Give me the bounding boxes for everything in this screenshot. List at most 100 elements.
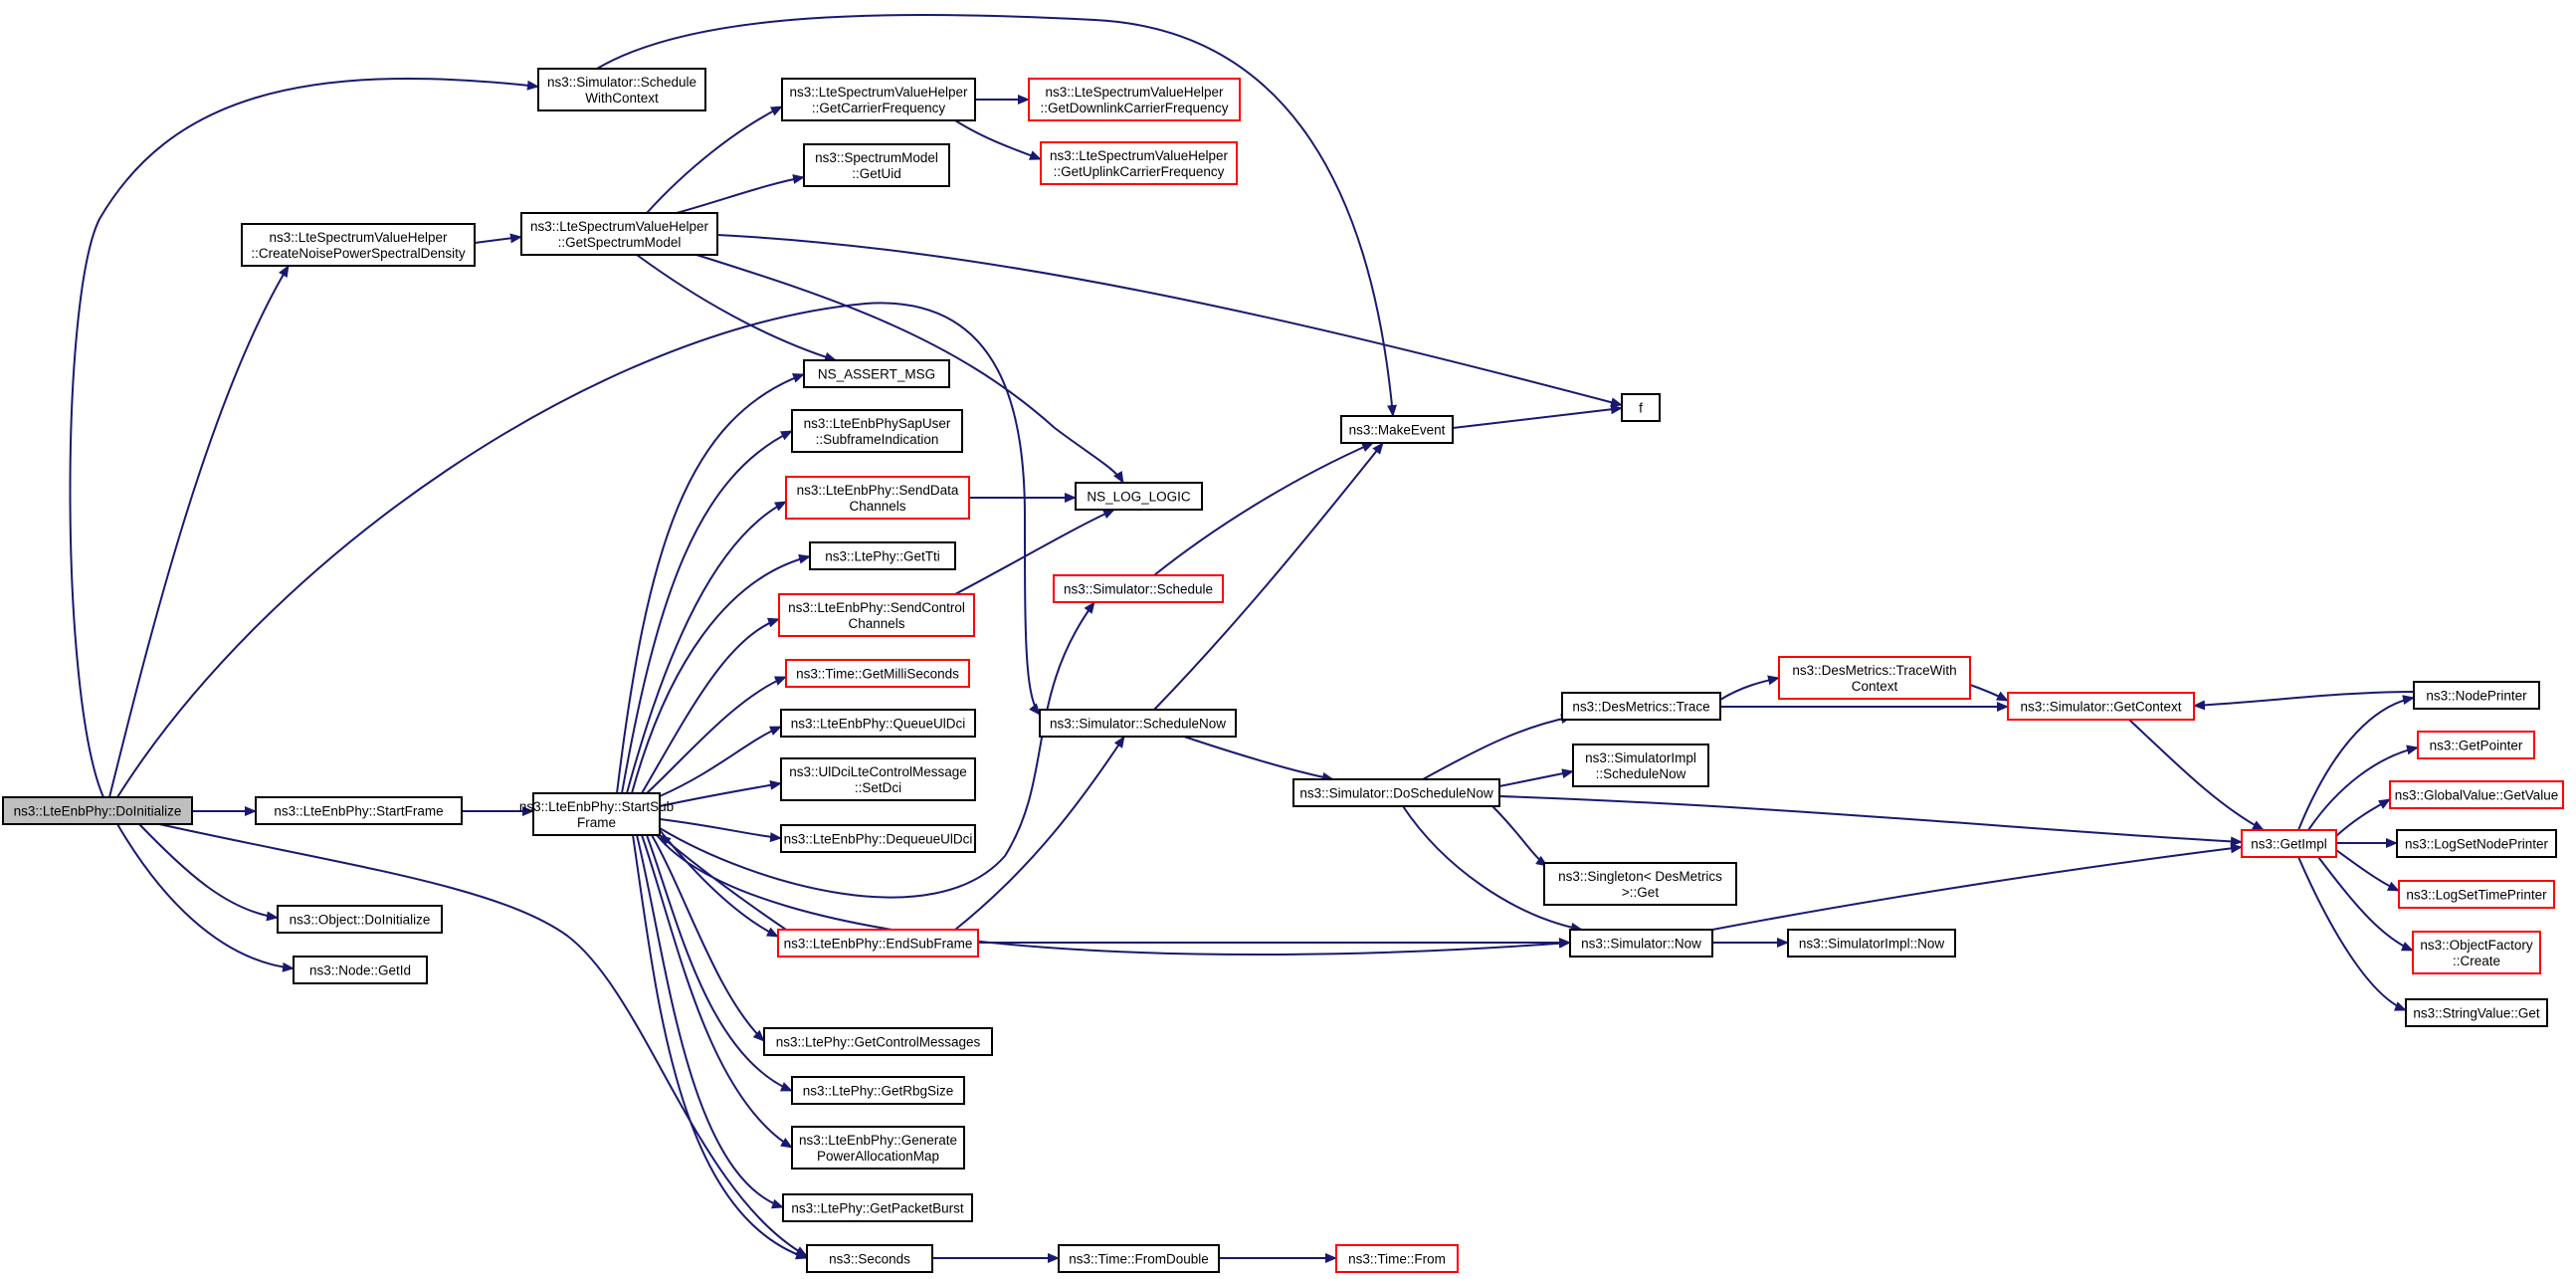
node-getctrlmsg[interactable]: ns3::LtePhy::GetControlMessages — [763, 1027, 993, 1056]
node-fromdouble[interactable]: ns3::Time::FromDouble — [1058, 1244, 1220, 1273]
node-box — [781, 78, 976, 121]
node-box — [780, 757, 976, 801]
edge-root-to-seconds — [158, 823, 808, 1257]
node-setdci[interactable]: ns3::UlDciLteControlMessage::SetDci — [780, 757, 976, 801]
node-label: f — [1639, 401, 1643, 416]
node-getspec[interactable]: ns3::LteSpectrumValueHelper::GetSpectrum… — [520, 212, 718, 256]
node-label: ns3::LteEnbPhy::StartSub — [519, 799, 674, 814]
node-makeevent[interactable]: ns3::MakeEvent — [1340, 415, 1454, 444]
node-box — [1039, 709, 1237, 738]
node-doschednow[interactable]: ns3::Simulator::DoScheduleNow — [1292, 778, 1500, 807]
node-label: ns3::Singleton< DesMetrics — [1558, 869, 1722, 884]
node-getul[interactable]: ns3::LteSpectrumValueHelper::GetUplinkCa… — [1040, 141, 1238, 185]
node-box — [537, 68, 706, 111]
edge-root-to-schednow — [116, 302, 1041, 798]
node-label: ns3::GlobalValue::GetValue — [2395, 788, 2559, 803]
node-box — [777, 929, 979, 958]
node-seconds[interactable]: ns3::Seconds — [806, 1244, 933, 1273]
node-implsched[interactable]: ns3::SimulatorImpl::ScheduleNow — [1572, 744, 1709, 787]
node-label: Context — [1852, 679, 1898, 694]
node-box — [2412, 931, 2541, 974]
node-objinit[interactable]: ns3::Object::DoInitialize — [277, 905, 443, 934]
edge-getimpl-to-globalget — [2335, 798, 2391, 837]
edge-getspec-to-getuid — [676, 174, 805, 214]
node-box — [1040, 141, 1238, 185]
node-label: ns3::LteEnbPhy::QueueUlDci — [791, 717, 966, 732]
node-box — [2405, 998, 2548, 1027]
node-label: ::CreateNoisePowerSpectralDensity — [251, 246, 466, 261]
node-label: ns3::SimulatorImpl::Now — [1799, 937, 1945, 952]
node-getpointer[interactable]: ns3::GetPointer — [2417, 731, 2535, 759]
node-label: ns3::LtePhy::GetTti — [825, 549, 940, 564]
node-box — [1543, 862, 1737, 906]
edge-sendctrl-to-loglogic — [954, 509, 1115, 595]
node-schednow[interactable]: ns3::Simulator::ScheduleNow — [1039, 709, 1237, 738]
edge-tracewith-to-getcontext — [1969, 684, 2009, 702]
edge-doschednow-to-simnow — [1402, 805, 1583, 933]
node-box — [1340, 415, 1454, 444]
node-schedule[interactable]: ns3::Simulator::Schedule — [1053, 574, 1224, 603]
edge-schednow-to-doschednow — [1183, 736, 1334, 782]
node-label: ns3::Simulator::GetContext — [2020, 700, 2181, 715]
node-box — [1335, 1244, 1459, 1273]
node-label: ns3::Time::FromDouble — [1069, 1252, 1209, 1267]
node-dequeueul[interactable]: ns3::LteEnbPhy::DequeueUlDci — [780, 824, 976, 853]
node-label: ::Create — [2453, 954, 2500, 968]
node-box — [1787, 929, 1956, 958]
node-gettti[interactable]: ns3::LtePhy::GetTti — [809, 541, 956, 570]
node-box — [2389, 780, 2564, 809]
edge-getspec-to-f — [716, 234, 1623, 408]
node-getimpl[interactable]: ns3::GetImpl — [2241, 829, 2337, 858]
node-box — [2398, 880, 2555, 909]
node-nodegetid[interactable]: ns3::Node::GetId — [293, 956, 428, 984]
node-timefrom[interactable]: ns3::Time::From — [1335, 1244, 1459, 1273]
node-getrbg[interactable]: ns3::LtePhy::GetRbgSize — [791, 1076, 965, 1105]
node-destrace[interactable]: ns3::DesMetrics::Trace — [1561, 692, 1721, 721]
node-sapuser[interactable]: ns3::LteEnbPhySapUser::SubframeIndicatio… — [791, 409, 963, 453]
node-box — [785, 659, 970, 688]
node-label: ns3::GetPointer — [2430, 739, 2523, 753]
node-simnow[interactable]: ns3::Simulator::Now — [1569, 929, 1713, 958]
node-implnow[interactable]: ns3::SimulatorImpl::Now — [1787, 929, 1956, 958]
node-endsub[interactable]: ns3::LteEnbPhy::EndSubFrame — [777, 929, 979, 958]
node-getuid[interactable]: ns3::SpectrumModel::GetUid — [803, 143, 950, 187]
node-box — [791, 409, 963, 453]
node-box — [1621, 393, 1661, 422]
node-box — [785, 476, 970, 520]
node-queueul[interactable]: ns3::LteEnbPhy::QueueUlDci — [780, 709, 976, 738]
node-label: ::GetSpectrumModel — [558, 235, 682, 250]
node-assert[interactable]: NS_ASSERT_MSG — [803, 359, 950, 388]
node-box — [1053, 574, 1224, 603]
node-label: ns3::LogSetNodePrinter — [2405, 837, 2549, 852]
node-label: ns3::LtePhy::GetPacketBurst — [791, 1201, 964, 1216]
node-logsettime[interactable]: ns3::LogSetTimePrinter — [2398, 880, 2555, 909]
edge-getcarrier-to-getul — [954, 119, 1042, 160]
edge-doschednow-to-destrace — [1422, 714, 1573, 780]
edge-getspec-to-assert — [636, 254, 837, 362]
node-getmilli[interactable]: ns3::Time::GetMilliSeconds — [785, 659, 970, 688]
node-label: ns3::ObjectFactory — [2420, 938, 2533, 953]
node-label: ns3::LteSpectrumValueHelper — [1050, 148, 1229, 163]
node-f[interactable]: f — [1621, 393, 1661, 422]
node-getdl[interactable]: ns3::LteSpectrumValueHelper::GetDownlink… — [1028, 78, 1241, 121]
node-stringget[interactable]: ns3::StringValue::Get — [2405, 998, 2548, 1027]
node-singleton[interactable]: ns3::Singleton< DesMetrics>::Get — [1543, 862, 1737, 906]
node-label: ::ScheduleNow — [1596, 766, 1686, 781]
node-nodeprinter[interactable]: ns3::NodePrinter — [2413, 681, 2540, 710]
node-getcontext[interactable]: ns3::Simulator::GetContext — [2007, 692, 2195, 721]
node-loglogic[interactable]: NS_LOG_LOGIC — [1075, 482, 1203, 511]
node-genpower[interactable]: ns3::LteEnbPhy::GeneratePowerAllocationM… — [791, 1126, 965, 1170]
node-startframe[interactable]: ns3::LteEnbPhy::StartFrame — [255, 796, 463, 825]
node-objfactory[interactable]: ns3::ObjectFactory::Create — [2412, 931, 2541, 974]
node-createnoise[interactable]: ns3::LteSpectrumValueHelper::CreateNoise… — [241, 223, 476, 267]
node-getpkt[interactable]: ns3::LtePhy::GetPacketBurst — [782, 1193, 973, 1222]
edge-makeevent-to-f — [1452, 404, 1623, 429]
node-logsetnode[interactable]: ns3::LogSetNodePrinter — [2396, 829, 2557, 858]
node-getcarrier[interactable]: ns3::LteSpectrumValueHelper::GetCarrierF… — [781, 78, 976, 121]
node-globalget[interactable]: ns3::GlobalValue::GetValue — [2389, 780, 2564, 809]
